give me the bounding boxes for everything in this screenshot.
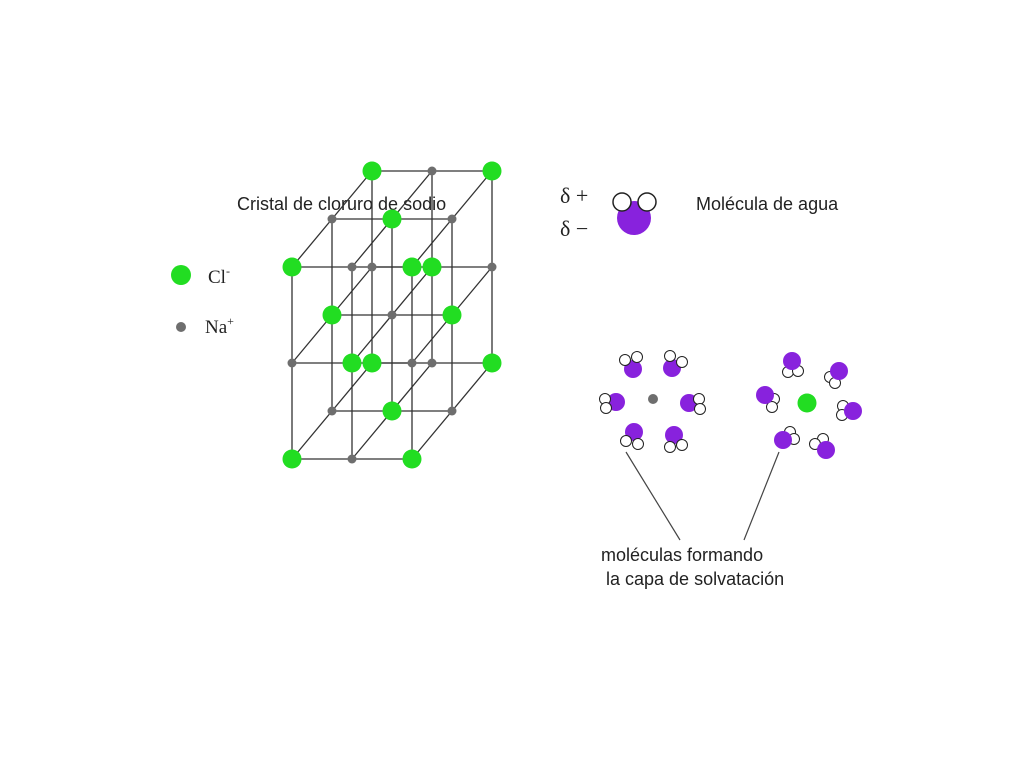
water-hydrogen-atom <box>637 192 657 212</box>
water-hydrogen-atom <box>766 401 778 413</box>
legend-chloride-label: Cl- <box>208 264 230 288</box>
chloride-ion <box>282 257 302 277</box>
chloride-ion <box>422 257 442 277</box>
water-hydrogen-atom <box>676 356 688 368</box>
water-hydrogen-atom <box>612 192 632 212</box>
chloride-ion <box>402 449 422 469</box>
sodium-ion <box>327 214 337 224</box>
water-hydrogen-atom <box>619 354 631 366</box>
water-oxygen-atom <box>844 402 862 420</box>
legend-sodium-marker <box>176 322 186 332</box>
chloride-ion <box>322 305 342 325</box>
legend: Cl- Na+ <box>171 264 234 338</box>
chloride-solvation-shell <box>756 352 862 459</box>
chloride-ion <box>382 401 402 421</box>
chloride-ion <box>362 353 382 373</box>
delta-negative-label: δ − <box>560 216 588 241</box>
chloride-ion <box>482 353 502 373</box>
water-hydrogen-atom <box>694 403 706 415</box>
sodium-ion <box>427 358 437 368</box>
sodium-ion <box>347 262 357 272</box>
chloride-ion <box>402 257 422 277</box>
chloride-ion <box>282 449 302 469</box>
water-oxygen-atom <box>756 386 774 404</box>
water-molecule: δ + δ − <box>560 183 657 241</box>
water-hydrogen-atom <box>664 441 676 453</box>
sodium-ion <box>327 406 337 416</box>
delta-positive-label: δ + <box>560 183 588 208</box>
water-oxygen-atom <box>665 426 683 444</box>
water-hydrogen-atom <box>664 350 676 362</box>
solvation-caption-line1: moléculas formando <box>601 545 763 565</box>
water-hydrogen-atom <box>620 435 632 447</box>
chloride-ion <box>382 209 402 229</box>
chloride-ion <box>482 161 502 181</box>
chloride-ion <box>442 305 462 325</box>
sodium-ion <box>447 214 457 224</box>
sodium-ion <box>447 406 457 416</box>
chloride-ion <box>342 353 362 373</box>
nacl-crystal-lattice <box>282 161 502 469</box>
pointer-line <box>625 451 681 541</box>
pointer-line <box>743 451 780 541</box>
water-oxygen-atom <box>830 362 848 380</box>
sodium-ion <box>367 262 377 272</box>
water-oxygen-atom <box>817 441 835 459</box>
water-hydrogen-atom <box>632 438 644 450</box>
sodium-solvation-shell <box>599 350 706 453</box>
water-oxygen-atom <box>774 431 792 449</box>
sodium-ion <box>287 358 297 368</box>
water-hydrogen-atom <box>631 351 643 363</box>
sodium-ion <box>407 358 417 368</box>
chloride-ion <box>797 393 817 413</box>
water-hydrogen-atom <box>676 439 688 451</box>
chloride-ion <box>362 161 382 181</box>
sodium-ion <box>487 262 497 272</box>
sodium-ion <box>387 310 397 320</box>
water-oxygen-atom <box>783 352 801 370</box>
sodium-ion <box>648 394 658 404</box>
solvation-caption-line2: la capa de solvatación <box>606 569 784 589</box>
water-hydrogen-atom <box>693 393 705 405</box>
water-hydrogen-atom <box>600 402 612 414</box>
legend-chloride-marker <box>171 265 191 285</box>
water-molecule-title: Molécula de agua <box>696 194 839 214</box>
legend-sodium-label: Na+ <box>205 314 234 338</box>
sodium-ion <box>427 166 437 176</box>
crystal-title: Cristal de cloruro de sodio <box>237 194 446 214</box>
sodium-ion <box>347 454 357 464</box>
